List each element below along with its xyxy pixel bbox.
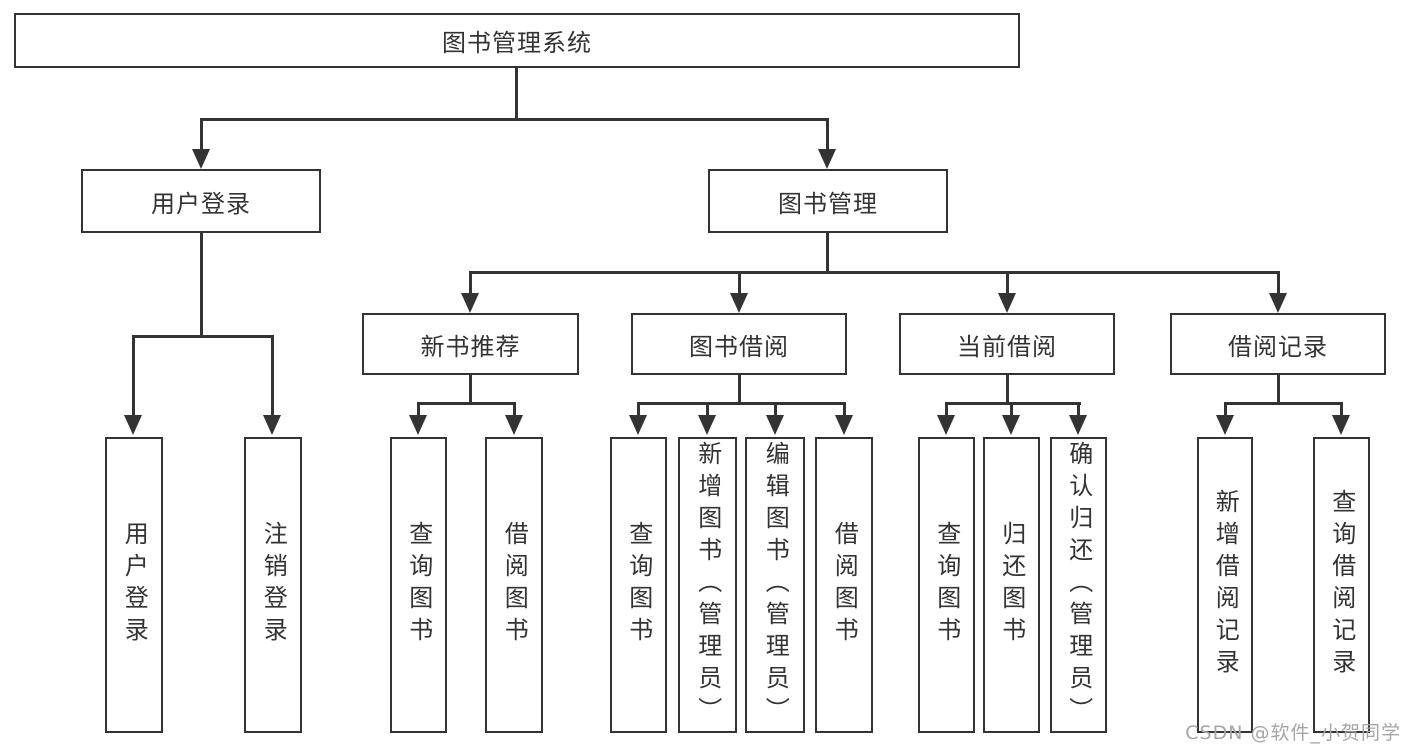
leaf-label: 用户登录: [120, 521, 149, 649]
connector-stem-book-management: [826, 118, 829, 151]
leaf-bookborrow-edit-books-admin: 编辑图书（管理员）: [745, 437, 805, 733]
connector-stem-leaf: [132, 335, 135, 417]
node-label: 用户登录: [151, 189, 251, 218]
node-book-management: 图书管理: [708, 169, 948, 233]
leaf-user-login: 用户登录: [105, 437, 163, 733]
connector-user-login-bar: [132, 335, 274, 338]
arrow-down-icon: [730, 293, 748, 313]
arrow-down-icon: [461, 293, 479, 313]
leaf-currentborrow-return-books: 归还图书: [983, 437, 1040, 733]
leaf-label: 新增图书（管理员）: [693, 441, 722, 729]
connector-stem-leaf: [1010, 402, 1013, 418]
connector-stem-leaf: [1224, 402, 1227, 418]
leaf-record-query-borrow-record: 查询借阅记录: [1313, 437, 1370, 733]
leaf-label: 查询图书: [932, 521, 961, 649]
leaf-bookborrow-add-books-admin: 新增图书（管理员）: [678, 437, 737, 733]
connector-stem-leaf: [637, 402, 640, 418]
leaf-logout: 注销登录: [244, 437, 302, 733]
connector-current-borrow-bar: [945, 402, 1081, 405]
node-label: 借阅记录: [1228, 332, 1328, 361]
connector-borrow-record-stub: [1277, 375, 1280, 404]
leaf-newbook-query-books: 查询图书: [390, 437, 447, 733]
arrow-down-icon: [1069, 415, 1087, 435]
connector-new-book-bar: [417, 402, 516, 405]
connector-stem-leaf: [513, 402, 516, 418]
node-label: 当前借阅: [957, 332, 1057, 361]
csdn-watermark: CSDN @软件_小贺同学: [1185, 722, 1401, 744]
connector-book-management-stub: [826, 233, 829, 273]
leaf-bookborrow-query-books: 查询图书: [610, 437, 667, 733]
connector-stem-leaf: [843, 402, 846, 418]
connector-stem-leaf: [1077, 402, 1080, 418]
connector-stem-leaf: [271, 335, 274, 417]
connector-level1-bar: [200, 118, 829, 121]
connector-stem-current-borrow: [1006, 271, 1009, 295]
node-label: 新书推荐: [420, 332, 521, 361]
connector-root-stub: [515, 68, 518, 118]
leaf-label: 新增借阅记录: [1211, 489, 1240, 681]
connector-current-borrow-stub: [1006, 375, 1009, 404]
arrow-down-icon: [192, 149, 210, 169]
connector-new-book-stub: [469, 375, 472, 404]
leaf-label: 归还图书: [997, 521, 1026, 649]
arrow-down-icon: [505, 415, 523, 435]
connector-stem-leaf: [417, 402, 420, 418]
leaf-label: 借阅图书: [500, 521, 529, 649]
connector-borrow-record-bar: [1224, 402, 1343, 405]
arrow-down-icon: [124, 415, 142, 435]
connector-stem-leaf: [774, 402, 777, 418]
connector-stem-leaf: [706, 402, 709, 418]
arrow-down-icon: [937, 415, 955, 435]
connector-stem-borrow-record: [1277, 271, 1280, 295]
node-borrowing-records: 借阅记录: [1170, 313, 1386, 375]
arrow-down-icon: [263, 415, 281, 435]
connector-stem-user-login: [200, 118, 203, 151]
leaf-currentborrow-confirm-return-admin: 确认归还（管理员）: [1050, 437, 1107, 733]
leaf-label: 查询借阅记录: [1327, 489, 1356, 681]
node-label: 图书借阅: [689, 332, 789, 361]
node-label: 图书管理: [778, 189, 878, 218]
leaf-currentborrow-query-books: 查询图书: [918, 437, 975, 733]
arrow-down-icon: [818, 149, 836, 169]
arrow-down-icon: [998, 293, 1016, 313]
node-current-borrowing: 当前借阅: [899, 313, 1115, 375]
node-library-management-system: 图书管理系统: [14, 13, 1020, 68]
leaf-bookborrow-borrow-books: 借阅图书: [815, 437, 873, 733]
arrow-down-icon: [766, 415, 784, 435]
connector-book-borrow-stub: [738, 375, 741, 404]
connector-stem-new-book: [469, 271, 472, 295]
arrow-down-icon: [698, 415, 716, 435]
arrow-down-icon: [835, 415, 853, 435]
arrow-down-icon: [1332, 415, 1350, 435]
leaf-label: 确认归还（管理员）: [1064, 441, 1093, 729]
connector-book-borrow-bar: [637, 402, 846, 405]
arrow-down-icon: [409, 415, 427, 435]
leaf-label: 查询图书: [404, 521, 433, 649]
leaf-label: 注销登录: [259, 521, 288, 649]
leaf-label: 编辑图书（管理员）: [761, 441, 790, 729]
connector-level2-bar: [469, 271, 1280, 274]
connector-stem-book-borrow: [738, 271, 741, 295]
connector-user-login-stub: [200, 233, 203, 337]
leaf-newbook-borrow-books: 借阅图书: [485, 437, 543, 733]
arrow-down-icon: [1002, 415, 1020, 435]
node-new-book-recommendation: 新书推荐: [362, 313, 579, 375]
leaf-label: 查询图书: [624, 521, 653, 649]
connector-stem-leaf: [945, 402, 948, 418]
leaf-record-add-borrow-record: 新增借阅记录: [1197, 437, 1253, 733]
arrow-down-icon: [1269, 293, 1287, 313]
node-user-login: 用户登录: [81, 169, 321, 233]
connector-stem-leaf: [1340, 402, 1343, 418]
node-label: 图书管理系统: [442, 29, 592, 57]
arrow-down-icon: [629, 415, 647, 435]
arrow-down-icon: [1216, 415, 1234, 435]
node-book-borrowing: 图书借阅: [631, 313, 847, 375]
leaf-label: 借阅图书: [830, 521, 859, 649]
